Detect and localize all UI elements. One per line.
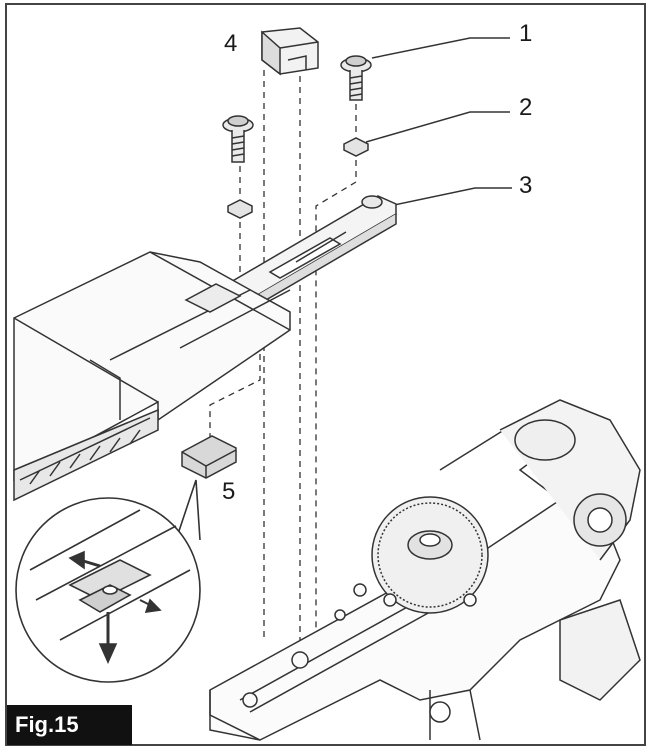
inset-detail	[15, 479, 201, 683]
part-2-washer	[343, 137, 369, 157]
recliner-mechanism	[209, 399, 641, 741]
screw-left	[222, 115, 254, 163]
callout-5: 5	[222, 478, 236, 505]
washer-left	[227, 199, 253, 219]
part-4-cover-clip	[261, 27, 319, 76]
callout-4: 4	[224, 30, 238, 57]
figure-label: Fig.15	[7, 705, 132, 745]
figure-border	[5, 3, 646, 746]
part-5-clip	[181, 435, 237, 479]
callout-3: 3	[519, 172, 533, 199]
leader-lines	[365, 37, 512, 209]
callout-1: 1	[519, 20, 533, 47]
callout-2: 2	[519, 94, 533, 121]
part-1-screw	[340, 55, 372, 101]
seat-frame-housing	[13, 251, 291, 502]
